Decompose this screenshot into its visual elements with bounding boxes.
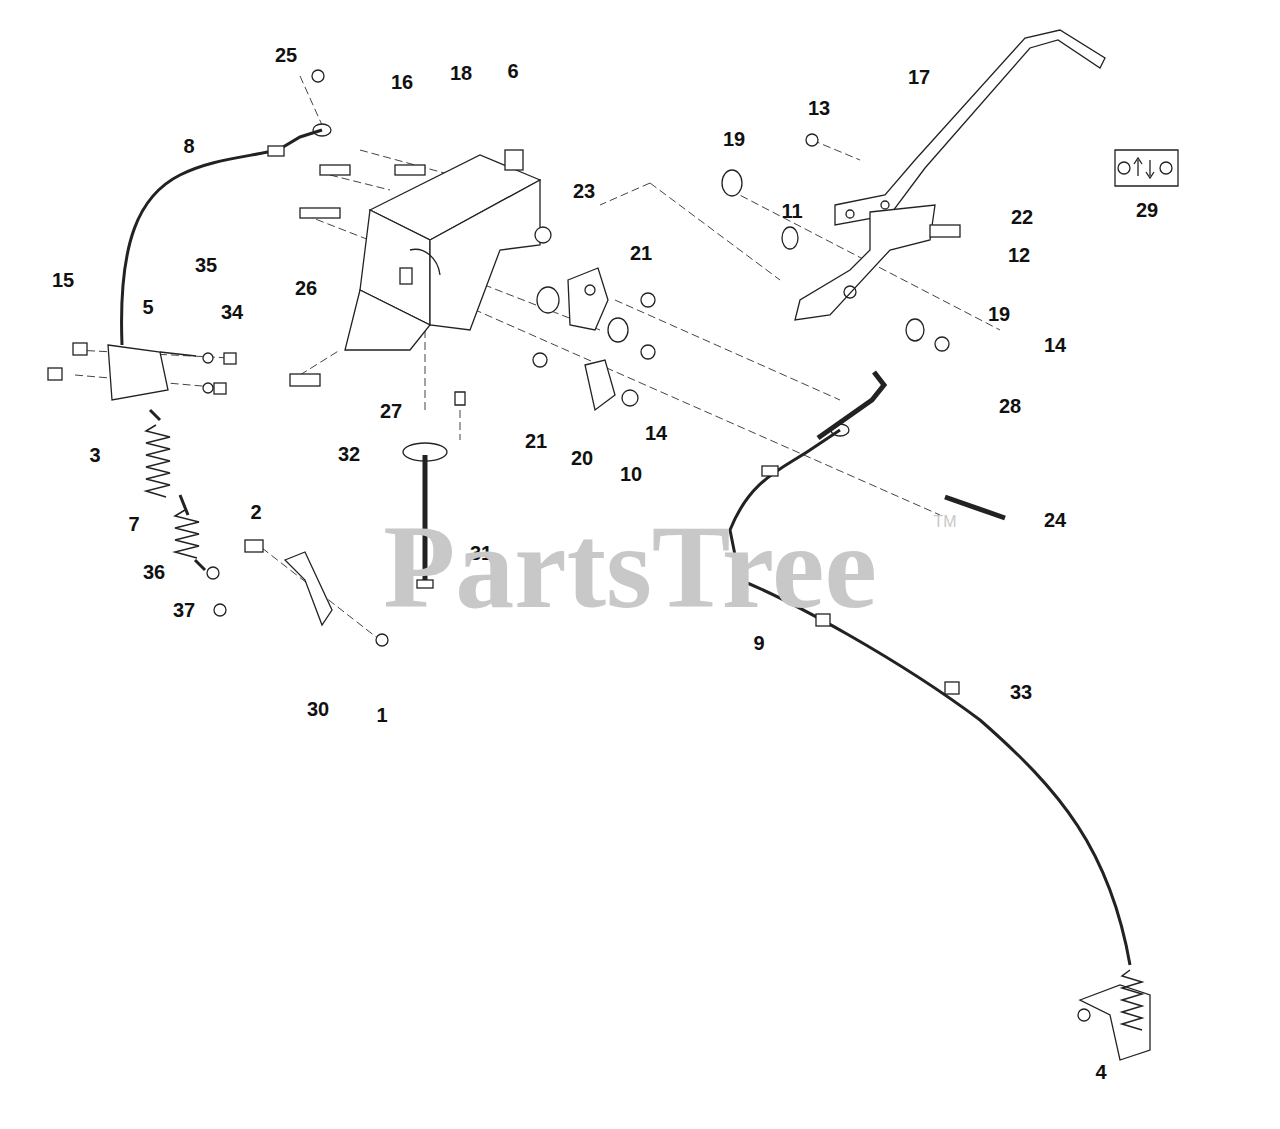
callout-number: 21: [525, 431, 547, 451]
callout-number: 12: [1008, 245, 1030, 265]
callout-number: 10: [620, 464, 642, 484]
callout-number: 17: [908, 67, 930, 87]
callout-number: 15: [52, 270, 74, 290]
callout-number: 24: [1044, 510, 1066, 530]
callout-number: 2: [250, 502, 261, 522]
callout-number: 18: [450, 63, 472, 83]
callout-number: 20: [571, 448, 593, 468]
callout-number: 25: [275, 45, 297, 65]
callout-number: 11: [781, 201, 802, 221]
callout-number: 21: [630, 243, 652, 263]
callout-number: 5: [142, 297, 153, 317]
callout-number: 27: [380, 401, 402, 421]
callout-number: 32: [338, 444, 360, 464]
callout-number: 35: [195, 255, 217, 275]
callout-number: 14: [645, 423, 667, 443]
callout-number: 16: [391, 72, 413, 92]
callout-number: 22: [1011, 207, 1033, 227]
callout-number: 33: [1010, 682, 1032, 702]
callout-number: 26: [295, 278, 317, 298]
watermark: PartsTree: [383, 509, 877, 627]
callout-number: 37: [173, 600, 195, 620]
callout-number: 4: [1095, 1062, 1106, 1082]
callout-number: 23: [573, 181, 595, 201]
callout-number: 34: [221, 302, 243, 322]
callout-number: 6: [507, 61, 518, 81]
callout-number: 8: [183, 136, 194, 156]
callout-number: 19: [723, 129, 745, 149]
callout-number: 19: [988, 304, 1010, 324]
callout-number: 29: [1136, 200, 1158, 220]
callout-number: 13: [808, 98, 830, 118]
callout-number: 3: [89, 445, 100, 465]
callout-number: 7: [128, 514, 139, 534]
callout-number: 28: [999, 396, 1021, 416]
callout-number: 1: [376, 705, 387, 725]
callout-number: 36: [143, 562, 165, 582]
callout-number: 9: [753, 633, 764, 653]
callout-number: 30: [307, 699, 329, 719]
callout-number: 14: [1044, 335, 1066, 355]
trademark-mark: TM: [933, 514, 956, 530]
